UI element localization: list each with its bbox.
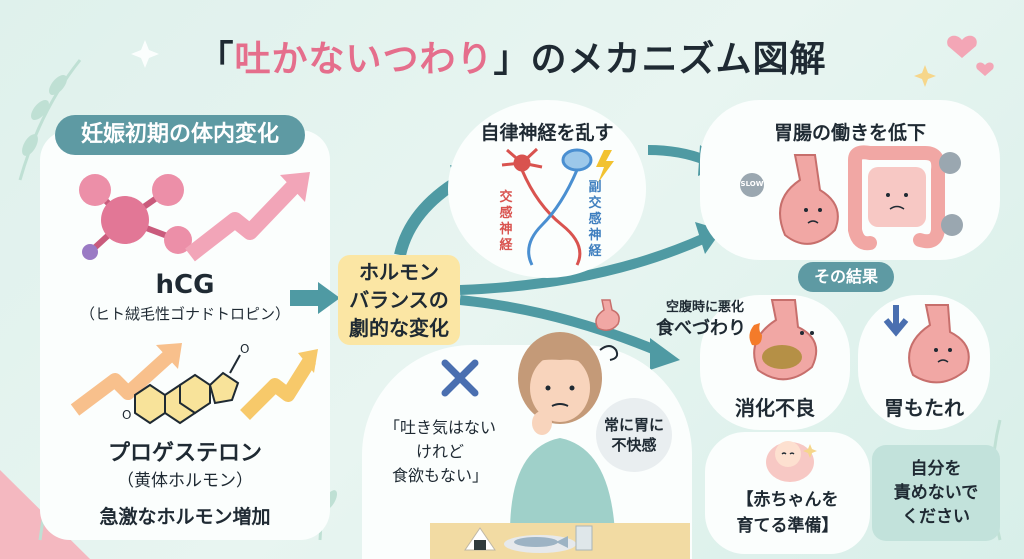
- sparkle-icon: [131, 40, 936, 87]
- sympathetic-char: 神: [499, 222, 513, 237]
- svg-text:O: O: [122, 408, 131, 422]
- rising-arrow-orange-icon: [70, 349, 175, 416]
- intestine-icon: [848, 145, 946, 251]
- baby-line1: 【赤ちゃんを: [736, 490, 839, 510]
- eating-sickness-label: 食べづわり: [656, 318, 746, 339]
- leaf-sprig-top-left-icon: [18, 59, 82, 181]
- quote-line: 食欲もない」: [391, 466, 488, 485]
- parasympathetic-char: 経: [588, 244, 602, 259]
- self-care-line3: ください: [902, 507, 970, 527]
- hormone-surge-label: 急激なホルモン増加: [99, 506, 271, 528]
- cross-icon: [441, 359, 479, 397]
- slow-badge: SLOW: [740, 180, 764, 188]
- arrow-down-icon: [883, 305, 909, 337]
- hcg-subtitle: （ヒト絨毛性ゴナドトロピン）: [79, 305, 290, 323]
- small-stomach-icon: [595, 299, 620, 331]
- worry-swirl-icon: [599, 345, 619, 361]
- heavy-stomach-icon: [883, 304, 970, 384]
- baby-label: 【赤ちゃんを 育てる準備】: [705, 487, 870, 539]
- parasympathetic-char: 交: [588, 196, 602, 211]
- woman-illustration: [430, 332, 690, 559]
- self-care-box: 自分を 責めないで ください: [872, 445, 1000, 541]
- parasympathetic-char: 感: [588, 212, 602, 227]
- rising-arrow-pink-icon: [185, 179, 301, 262]
- sympathetic-label: 交 感 神 経: [496, 190, 516, 254]
- hormone-balance-line1: ホルモン: [359, 260, 439, 284]
- svg-text:O: O: [240, 342, 249, 356]
- sympathetic-char: 経: [499, 238, 513, 253]
- nerve-circle: [448, 100, 646, 278]
- baby-line2: 育てる準備】: [736, 516, 839, 536]
- parasympathetic-label: 副 交 感 神 経: [585, 180, 605, 260]
- arrow-to-result-icon: [459, 295, 680, 370]
- progesterone-label: プロゲステロン: [107, 441, 262, 466]
- hormone-balance-line3: 劇的な変化: [349, 316, 449, 340]
- nerve-illustration-icon: [501, 147, 614, 266]
- parasympathetic-char: 副: [588, 180, 602, 195]
- title-prefix: 「: [197, 39, 235, 80]
- progesterone-structure-icon: O O: [70, 342, 318, 425]
- rice-ball-icon: [464, 527, 496, 551]
- sympathetic-char: 感: [499, 206, 513, 221]
- baby-icon: [766, 441, 817, 482]
- hcg-molecule-icon: [79, 172, 310, 262]
- self-care-line2: 責めないで: [893, 483, 979, 503]
- discomfort-bubble: 常に胃に 不快感: [596, 398, 672, 472]
- sympathetic-char: 交: [499, 190, 513, 205]
- parasympathetic-char: 神: [588, 228, 602, 243]
- glass-icon: [575, 525, 593, 551]
- result-pill: その結果: [798, 262, 894, 292]
- quote-line: けれど: [415, 442, 464, 461]
- quote-line: 「吐き気はない: [383, 418, 496, 437]
- empty-stomach-label: 空腹時に悪化: [665, 300, 744, 315]
- bubble-line2: 不快感: [611, 436, 657, 454]
- stomach-icon: [779, 154, 839, 245]
- bubble-line1: 常に胃に: [603, 416, 664, 434]
- heaviness-label: 胃もたれ: [884, 396, 964, 420]
- dyspepsia-label: 消化不良: [735, 396, 815, 420]
- hcg-label: hCG: [155, 270, 215, 300]
- self-care-line1: 自分を: [910, 459, 962, 479]
- gear-icon: [740, 173, 764, 197]
- hormone-balance-line2: バランスの: [349, 288, 449, 312]
- body-changes-heading: 妊娠初期の体内変化: [55, 115, 305, 155]
- lightning-icon: [596, 150, 614, 183]
- hormone-balance-box: ホルモン バランスの 劇的な変化: [338, 255, 460, 345]
- dyspepsia-stomach-icon: [749, 299, 818, 381]
- progesterone-subtitle: （黄体ホルモン）: [117, 471, 253, 491]
- gut-title: 胃腸の働きを低下: [773, 122, 926, 144]
- fish-plate-icon: [504, 535, 576, 553]
- quote-text: 「吐き気はない けれど 食欲もない」: [365, 416, 515, 488]
- stomach-intestine-icon: [740, 145, 963, 251]
- heart-icon: [947, 35, 994, 76]
- title-suffix: 」のメカニズム図解: [493, 39, 827, 80]
- nerve-title: 自律神経を乱す: [480, 122, 614, 144]
- flame-icon: [749, 323, 762, 346]
- title-highlight: 吐かないつわり: [234, 39, 494, 80]
- page-title: 「吐かないつわり」のメカニズム図解: [0, 30, 1024, 82]
- arrow-right-icon: [290, 282, 340, 314]
